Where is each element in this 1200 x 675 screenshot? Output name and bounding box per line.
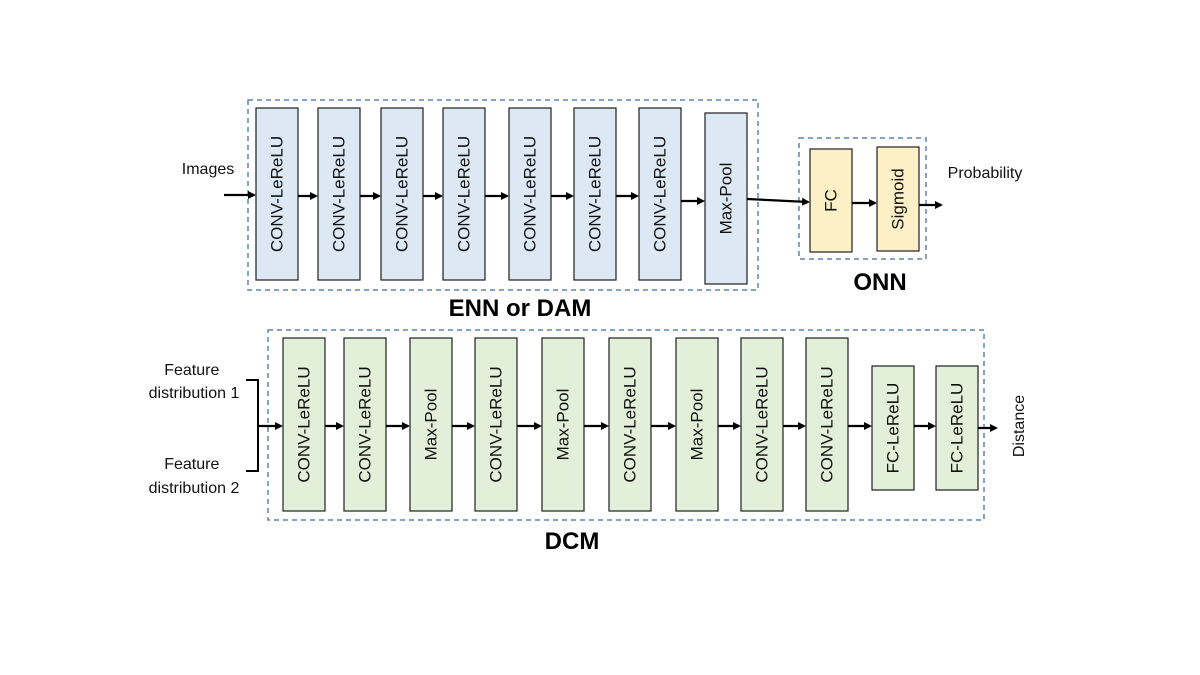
dcm-block-3: Max-Pool — [409, 337, 453, 512]
onn-blocks: FC Sigmoid — [809, 146, 920, 253]
dcm-block-label: CONV-LeReLU — [487, 366, 506, 482]
enn-block-label: CONV-LeReLU — [586, 136, 605, 252]
enn-block-label: CONV-LeReLU — [268, 136, 287, 252]
dcm-block-10: FC-LeReLU — [871, 365, 915, 491]
dcm-block-label: Max-Pool — [688, 389, 707, 461]
dcm-block-6: CONV-LeReLU — [608, 337, 652, 512]
dcm-block-label: CONV-LeReLU — [356, 366, 375, 482]
dcm-blocks: CONV-LeReLU CONV-LeReLU Max-Pool CONV-LeReL… — [282, 337, 979, 512]
enn-block-rect — [638, 107, 682, 281]
dcm-block-label: CONV-LeReLU — [621, 366, 640, 482]
onn-block-1: FC — [809, 148, 853, 253]
enn-block-2: CONV-LeReLU — [317, 107, 361, 281]
dcm-block-label: Max-Pool — [422, 389, 441, 461]
enn-blocks: CONV-LeReLU CONV-LeReLU CONV-LeReLU CONV-Le… — [255, 107, 748, 285]
dcm-block-7: Max-Pool — [675, 337, 719, 512]
enn-block-rect — [317, 107, 361, 281]
enn-block-rect — [704, 112, 748, 285]
dcm-input-label-1: Feature distribution 1 — [149, 362, 240, 402]
dcm-block-rect — [675, 337, 719, 512]
dcm-block-label: FC-LeReLU — [948, 383, 967, 474]
enn-block-rect — [508, 107, 552, 281]
dcm-block-label: CONV-LeReLU — [753, 366, 772, 482]
dcm-block-4: CONV-LeReLU — [474, 337, 518, 512]
enn-to-onn-arrow — [746, 197, 810, 206]
dcm-group-border — [267, 329, 985, 521]
dcm-block-8: CONV-LeReLU — [740, 337, 784, 512]
enn-block-7: CONV-LeReLU — [638, 107, 682, 281]
enn-block-4: CONV-LeReLU — [442, 107, 486, 281]
dcm-block-rect — [740, 337, 784, 512]
enn-block-5: CONV-LeReLU — [508, 107, 552, 281]
dcm-block-5: Max-Pool — [541, 337, 585, 512]
dcm-input-label-2-line2: distribution 2 — [149, 480, 240, 497]
enn-input-label: Images — [182, 161, 234, 178]
enn-block-label: CONV-LeReLU — [393, 136, 412, 252]
dcm-block-1: CONV-LeReLU — [282, 337, 326, 512]
dcm-block-label: Max-Pool — [554, 389, 573, 461]
dcm-block-label: CONV-LeReLU — [295, 366, 314, 482]
onn-group-border — [798, 137, 927, 260]
dcm-block-2: CONV-LeReLU — [343, 337, 387, 512]
enn-block-rect — [573, 107, 617, 281]
onn-block-rect — [876, 146, 920, 252]
enn-block-rect — [255, 107, 299, 281]
dcm-output-label: Distance — [1011, 395, 1028, 457]
enn-block-label: CONV-LeReLU — [651, 136, 670, 252]
enn-block-label: CONV-LeReLU — [330, 136, 349, 252]
enn-block-rect — [442, 107, 486, 281]
enn-block-3: CONV-LeReLU — [380, 107, 424, 281]
dcm-block-rect — [474, 337, 518, 512]
dcm-block-label: FC-LeReLU — [884, 383, 903, 474]
dcm-block-rect — [409, 337, 453, 512]
dcm-block-rect — [871, 365, 915, 491]
dcm-block-rect — [805, 337, 849, 512]
dcm-block-rect — [282, 337, 326, 512]
dcm-block-rect — [541, 337, 585, 512]
enn-block-label: CONV-LeReLU — [455, 136, 474, 252]
enn-block-6: CONV-LeReLU — [573, 107, 617, 281]
dcm-block-rect — [935, 365, 979, 491]
dcm-input-label-2-line1: Feature — [164, 456, 219, 473]
onn-block-label: FC — [822, 189, 841, 212]
dcm-block-rect — [343, 337, 387, 512]
dcm-group-title: DCM — [545, 528, 600, 555]
dcm-block-rect — [608, 337, 652, 512]
dcm-input-bracket — [246, 379, 259, 472]
onn-block-2: Sigmoid — [876, 146, 920, 252]
dcm-input-label-1-line1: Feature — [164, 362, 219, 379]
dcm-input-label-1-line2: distribution 1 — [149, 385, 240, 402]
enn-block-label: CONV-LeReLU — [521, 136, 540, 252]
dcm-block-11: FC-LeReLU — [935, 365, 979, 491]
enn-block-rect — [380, 107, 424, 281]
arrows — [224, 191, 998, 432]
onn-block-rect — [809, 148, 853, 253]
enn-block-label: Max-Pool — [717, 163, 736, 235]
enn-block-8: Max-Pool — [704, 112, 748, 285]
onn-output-label: Probability — [948, 165, 1023, 182]
dcm-block-label: CONV-LeReLU — [818, 366, 837, 482]
dcm-input-label-2: Feature distribution 2 — [149, 456, 240, 497]
enn-block-1: CONV-LeReLU — [255, 107, 299, 281]
onn-group-title: ONN — [853, 269, 906, 296]
onn-block-label: Sigmoid — [889, 168, 908, 229]
dcm-block-9: CONV-LeReLU — [805, 337, 849, 512]
enn-group-title: ENN or DAM — [449, 295, 592, 322]
